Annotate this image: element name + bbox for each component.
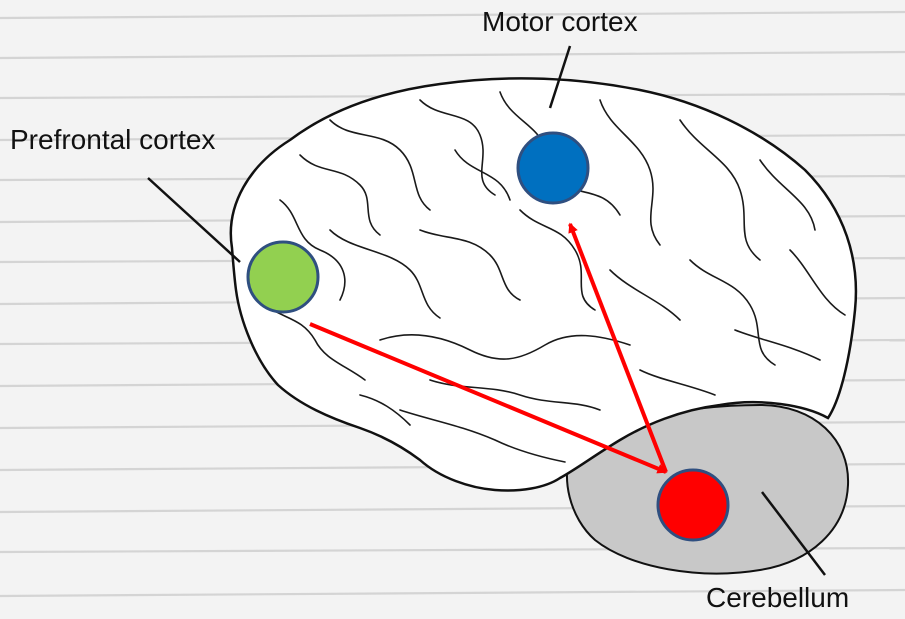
cerebellum-label: Cerebellum	[706, 582, 850, 613]
motor-node	[516, 131, 590, 205]
motor-pointer-line	[548, 45, 572, 109]
prefrontal-node	[246, 240, 320, 314]
arrow-cerebellum-to-motor	[568, 222, 668, 473]
motor-cortex-label: Motor cortex	[482, 6, 638, 37]
brain-outline	[229, 77, 858, 492]
arrow-prefrontal-to-cerebellum	[309, 322, 668, 474]
cerebellum-node	[656, 468, 730, 542]
prefrontal-cortex-label: Prefrontal cortex	[10, 124, 216, 155]
cerebellum-pointer-line	[761, 491, 826, 576]
prefrontal-pointer-line	[147, 177, 241, 263]
brain-gyri	[259, 91, 846, 463]
